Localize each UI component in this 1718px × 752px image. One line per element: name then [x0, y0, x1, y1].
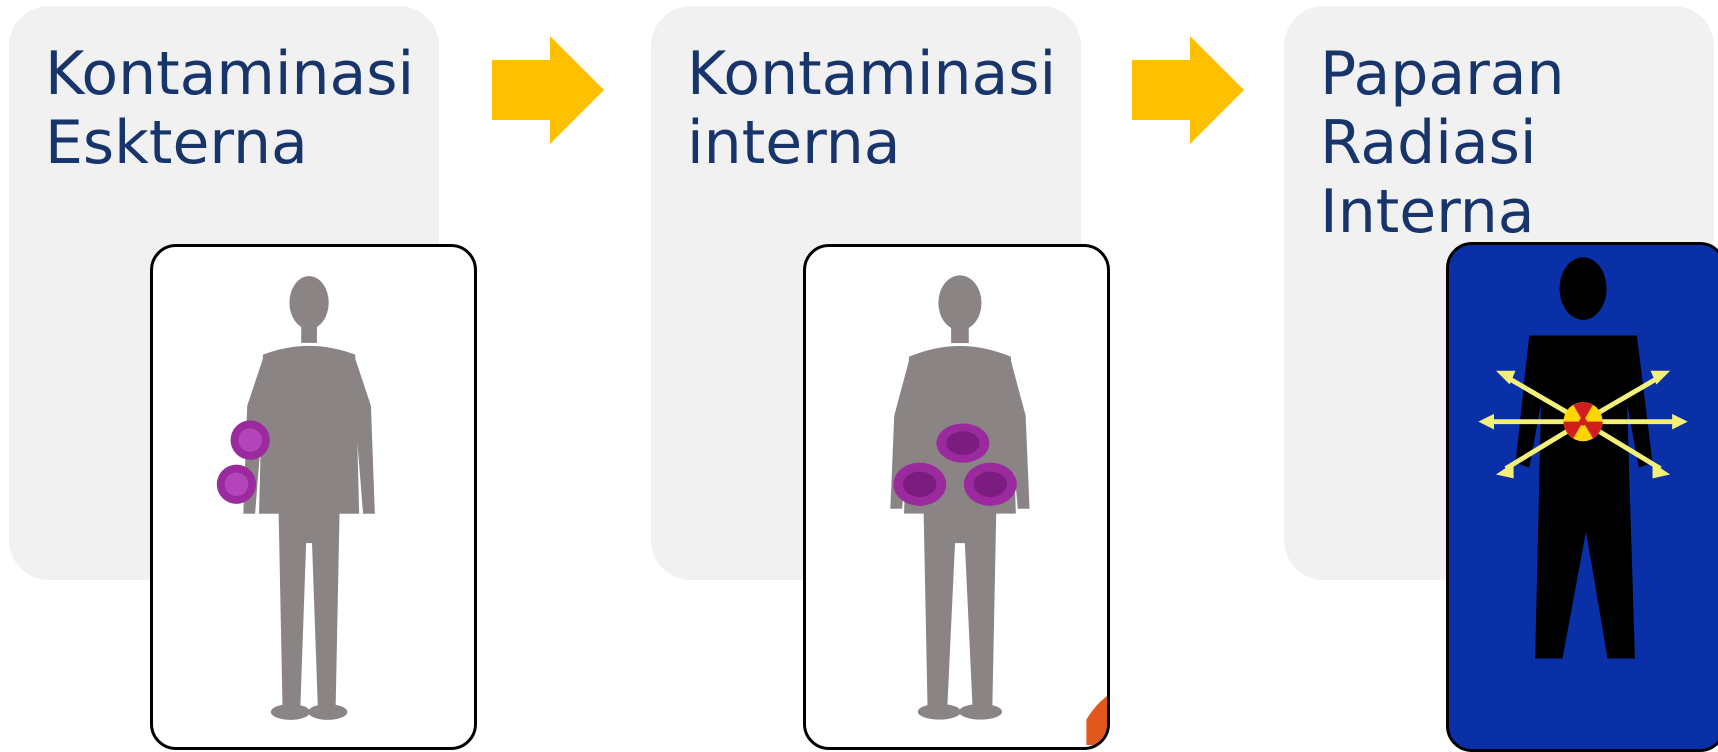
black-figure-icon — [1516, 257, 1653, 658]
flame-fragment-icon — [1086, 696, 1107, 745]
internal-radiation-exposure-illustration — [1446, 242, 1718, 752]
human-silhouette-icon — [243, 276, 375, 720]
right-arrow-icon — [1132, 36, 1244, 144]
radiation-trefoil-icon — [1563, 402, 1602, 441]
step-title: Kontaminasi interna — [687, 40, 1077, 178]
internal-contamination-illustration — [803, 244, 1110, 750]
external-contamination-illustration — [150, 244, 477, 750]
step-title: Kontaminasi Eskterna — [45, 40, 435, 178]
step-title: Paparan Radiasi Interna — [1320, 40, 1710, 247]
right-arrow-icon — [492, 36, 604, 144]
